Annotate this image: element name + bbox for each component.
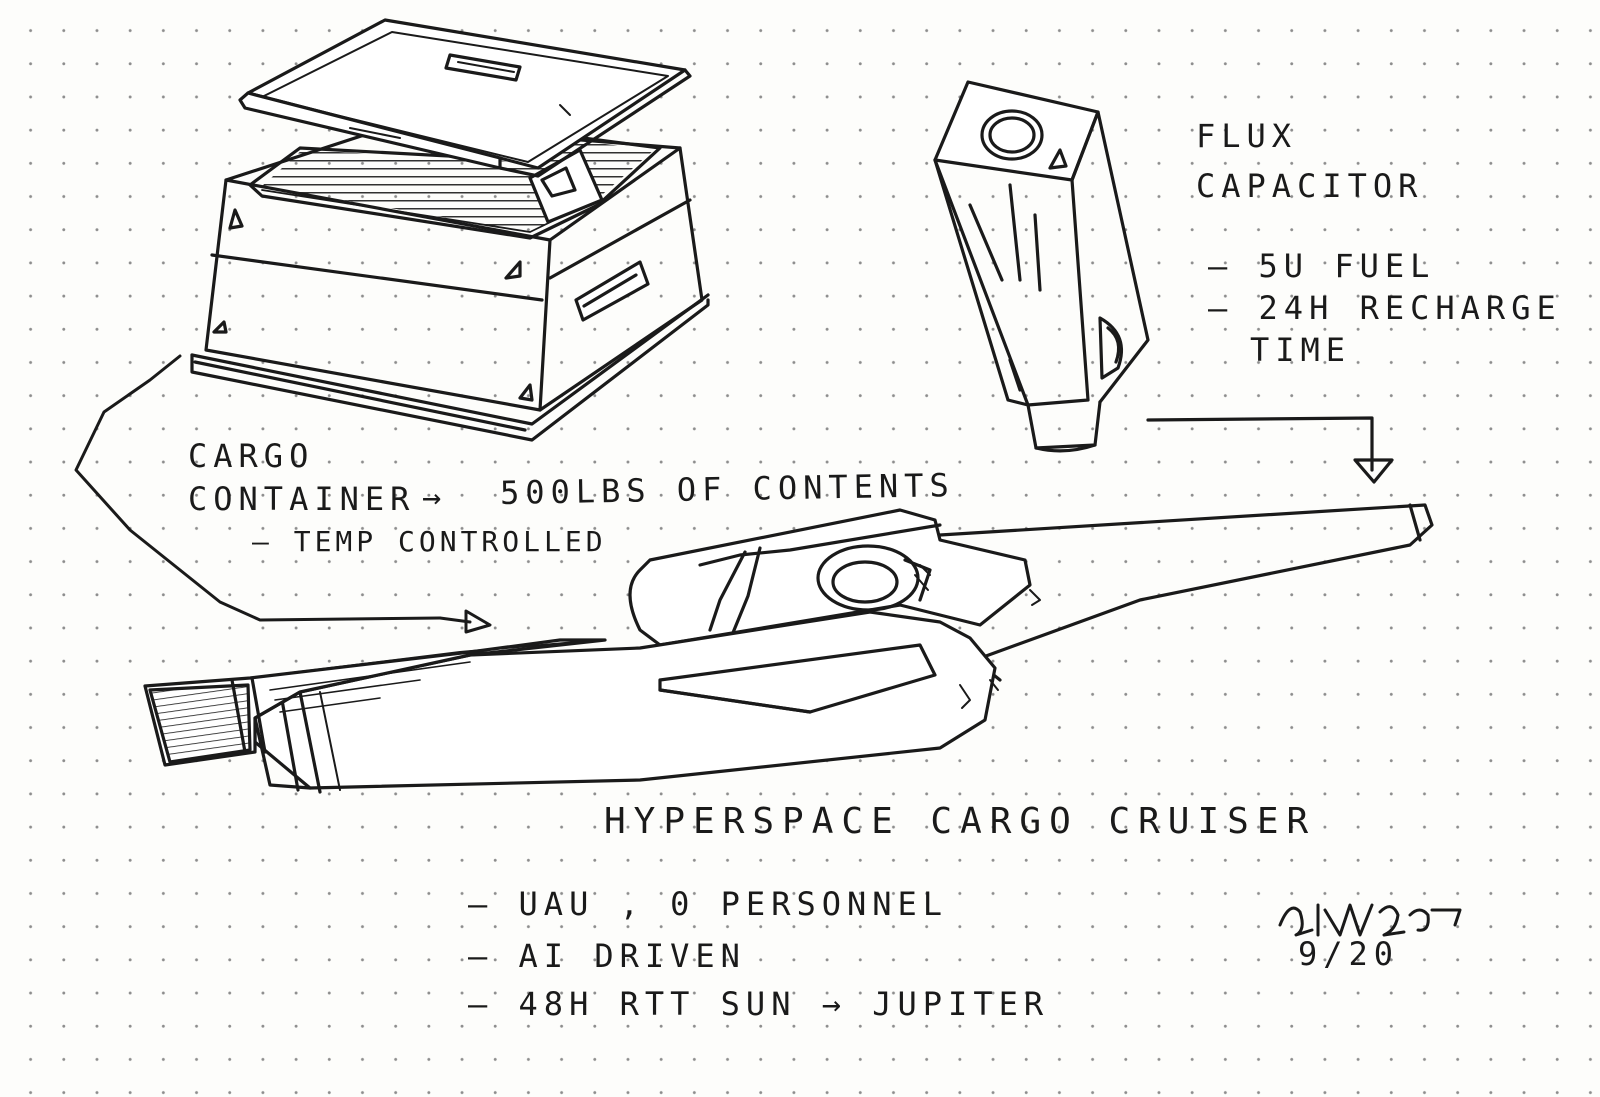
cargo-capacity-label: 500lbs OF CONTENTS bbox=[499, 466, 956, 512]
cruiser-title-label: HYPERSPACE CARGO CRUISER bbox=[604, 801, 1317, 842]
flux-recharge-time: TIME bbox=[1250, 331, 1352, 369]
flux-title-label: FLUX bbox=[1196, 117, 1298, 155]
cargo-container-sketch bbox=[190, 18, 710, 442]
cargo-temp-label: – TEMP CONTROLLED bbox=[252, 525, 607, 558]
flux-capacitor-sketch bbox=[933, 80, 1394, 484]
flux-fuel-spec: – 5U FUEL bbox=[1208, 247, 1436, 285]
cargo-arrow-glyph: → bbox=[422, 478, 448, 516]
cruiser-spec-route: – 48H RTT SUN → JUPITER bbox=[468, 985, 1050, 1023]
cargo-container-label: CONTAINER bbox=[188, 480, 416, 518]
cruiser-sketch bbox=[143, 503, 1434, 794]
flux-capacitor-label: CAPACITOR bbox=[1196, 167, 1424, 205]
cruiser-spec-personnel: – UAU , 0 PERSONNEL bbox=[468, 885, 949, 923]
flux-recharge-spec: – 24H RECHARGE bbox=[1208, 289, 1562, 327]
signature-date: 9/20 bbox=[1298, 935, 1400, 973]
cargo-to-cruiser-arrow bbox=[74, 354, 492, 634]
signature-mark bbox=[1278, 903, 1462, 937]
cargo-title-label: CARGO bbox=[188, 437, 315, 475]
cruiser-spec-ai: – AI DRIVEN bbox=[468, 937, 746, 975]
